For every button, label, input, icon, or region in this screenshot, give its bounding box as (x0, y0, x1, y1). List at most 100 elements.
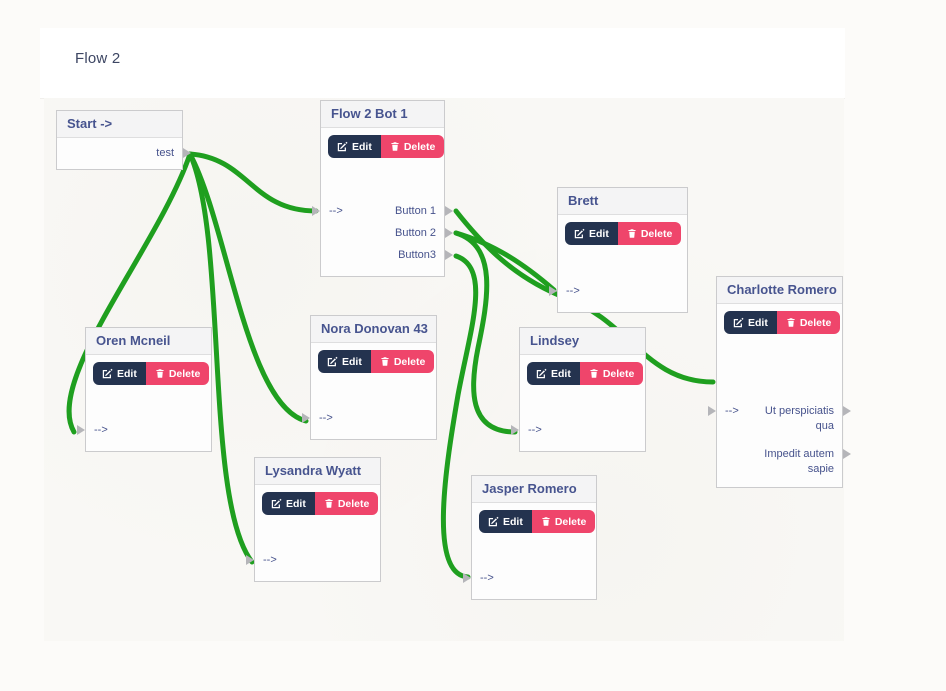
trash-icon (324, 498, 334, 509)
input-endpoint-arrow-icon[interactable] (302, 413, 310, 423)
input-endpoint-arrow-icon[interactable] (463, 573, 471, 583)
delete-button-label: Delete (799, 316, 832, 329)
node-brett-title: Brett (558, 188, 687, 215)
input-port-label: --> (528, 423, 542, 436)
trash-icon (786, 317, 796, 328)
input-endpoint-arrow-icon[interactable] (511, 425, 519, 435)
delete-button[interactable]: Delete (776, 311, 841, 334)
delete-button-label: Delete (393, 355, 426, 368)
edit-button[interactable]: Edit (724, 311, 777, 334)
edit-button[interactable]: Edit (262, 492, 315, 515)
edit-button[interactable]: Edit (93, 362, 146, 385)
edit-button[interactable]: Edit (527, 362, 580, 385)
node-oren-title: Oren Mcneil (86, 328, 211, 355)
node-start-port-row: test (65, 142, 191, 164)
delete-button[interactable]: Delete (145, 362, 210, 385)
output-port-label: test (156, 146, 174, 159)
node-charlotte-actions: Edit Delete (724, 311, 841, 334)
input-port-label: --> (263, 553, 277, 566)
node-jasper-port-row: --> (463, 567, 588, 589)
edit-pencil-icon (102, 368, 113, 379)
edit-button-label: Edit (589, 227, 609, 240)
edit-button[interactable]: Edit (318, 350, 371, 373)
output-endpoint-arrow-icon[interactable] (843, 406, 851, 416)
node-lindsey-title: Lindsey (520, 328, 645, 355)
input-endpoint-arrow-icon[interactable] (77, 425, 85, 435)
output-port-label: Button 2 (395, 226, 436, 239)
edit-pencil-icon (327, 356, 338, 367)
edit-button[interactable]: Edit (479, 510, 532, 533)
edit-pencil-icon (574, 228, 585, 239)
delete-button[interactable]: Delete (531, 510, 596, 533)
delete-button[interactable]: Delete (617, 222, 682, 245)
trash-icon (390, 141, 400, 152)
output-port-label: Button3 (398, 248, 436, 261)
node-flow2bot1-port-row: Button 2 (329, 222, 453, 244)
flow-header-bar: Flow 2 (40, 28, 845, 99)
node-lindsey-port-row: --> (511, 419, 637, 441)
delete-button[interactable]: Delete (380, 135, 445, 158)
delete-button-label: Delete (403, 140, 436, 153)
input-endpoint-arrow-icon[interactable] (312, 206, 320, 216)
node-start-title: Start -> (57, 111, 182, 138)
node-start[interactable]: Start -> test (56, 110, 191, 170)
node-charlotte-port-row: Impedit autem sapie (725, 447, 851, 477)
node-oren-port-row: --> (77, 419, 203, 441)
delete-button-label: Delete (168, 367, 201, 380)
node-nora[interactable]: Nora Donovan 43 Edit Delete --> (302, 315, 437, 440)
output-port-label: Impedit autem sapie (764, 448, 834, 475)
input-endpoint-arrow-icon[interactable] (708, 406, 716, 416)
output-port-label: Ut perspiciatis qua (764, 405, 834, 432)
input-port-label: --> (566, 284, 580, 297)
node-nora-port-row: --> (302, 407, 428, 429)
node-flow2bot1-port-row: Button3 (329, 244, 453, 266)
edit-button-label: Edit (503, 515, 523, 528)
edit-button-label: Edit (286, 497, 306, 510)
edit-button[interactable]: Edit (565, 222, 618, 245)
edit-pencil-icon (337, 141, 348, 152)
trash-icon (155, 368, 165, 379)
node-nora-title: Nora Donovan 43 (311, 316, 436, 343)
input-endpoint-arrow-icon[interactable] (246, 555, 254, 565)
edit-button-label: Edit (352, 140, 372, 153)
node-flow2bot1-actions: Edit Delete (328, 135, 445, 158)
edit-button-label: Edit (551, 367, 571, 380)
delete-button[interactable]: Delete (314, 492, 379, 515)
input-port-label: --> (94, 423, 108, 436)
node-jasper-title: Jasper Romero (472, 476, 596, 503)
delete-button[interactable]: Delete (370, 350, 435, 373)
node-brett-actions: Edit Delete (565, 222, 682, 245)
edit-button[interactable]: Edit (328, 135, 381, 158)
edit-button-label: Edit (117, 367, 137, 380)
delete-button[interactable]: Delete (579, 362, 644, 385)
node-nora-actions: Edit Delete (318, 350, 435, 373)
delete-button-label: Delete (602, 367, 635, 380)
delete-button-label: Delete (640, 227, 673, 240)
output-endpoint-arrow-icon[interactable] (445, 250, 453, 260)
edit-button-label: Edit (748, 316, 768, 329)
node-lysandra-port-row: --> (246, 549, 372, 571)
output-endpoint-arrow-icon[interactable] (445, 206, 453, 216)
edit-pencil-icon (536, 368, 547, 379)
node-lindsey-actions: Edit Delete (527, 362, 644, 385)
delete-button-label: Delete (554, 515, 587, 528)
output-endpoint-arrow-icon[interactable] (445, 228, 453, 238)
node-charlotte-title: Charlotte Romero (717, 277, 842, 304)
node-flow2bot1-title: Flow 2 Bot 1 (321, 101, 444, 128)
output-endpoint-arrow-icon[interactable] (183, 148, 191, 158)
input-port-label: --> (480, 571, 494, 584)
input-port-label: --> (725, 405, 739, 417)
output-endpoint-arrow-icon[interactable] (843, 449, 851, 459)
input-endpoint-arrow-icon[interactable] (549, 286, 557, 296)
edit-button-label: Edit (342, 355, 362, 368)
trash-icon (541, 516, 551, 527)
node-lysandra-actions: Edit Delete (262, 492, 379, 515)
edit-pencil-icon (488, 516, 499, 527)
